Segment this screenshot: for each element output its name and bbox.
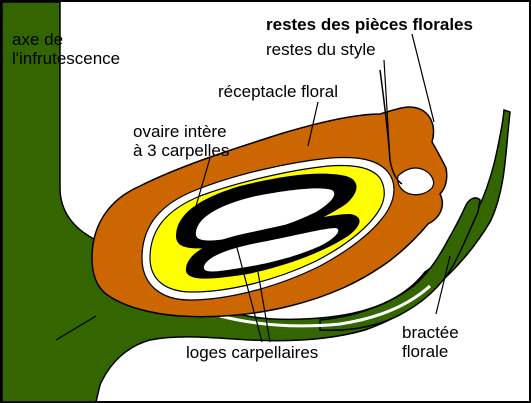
label-restes-pieces-florales: restes des pièces florales xyxy=(266,15,473,34)
label-bractee-florale: bractée florale xyxy=(402,323,459,361)
label-axe-line1: axe de xyxy=(12,30,120,49)
label-bractee-line1: bractée xyxy=(402,323,459,342)
label-loges-carpellaires: loges carpellaires xyxy=(186,343,318,362)
label-restes-style: restes du style xyxy=(266,40,376,59)
label-axe-line2: l'infrutescence xyxy=(12,49,120,68)
label-restes-style-text: restes du style xyxy=(266,40,376,59)
label-bractee-line2: florale xyxy=(402,342,459,361)
label-restes-pieces-text: restes des pièces florales xyxy=(266,15,473,34)
label-loges-text: loges carpellaires xyxy=(186,343,318,362)
label-receptacle-text: réceptacle floral xyxy=(218,82,338,101)
label-receptacle-floral: réceptacle floral xyxy=(218,82,338,101)
label-ovaire-infere: ovaire intère à 3 carpelles xyxy=(133,122,229,160)
style-cavity xyxy=(398,168,434,195)
label-ovaire-line1: ovaire intère xyxy=(133,122,229,141)
label-axe-infrutescence: axe de l'infrutescence xyxy=(12,30,120,68)
label-ovaire-line2: à 3 carpelles xyxy=(133,141,229,160)
